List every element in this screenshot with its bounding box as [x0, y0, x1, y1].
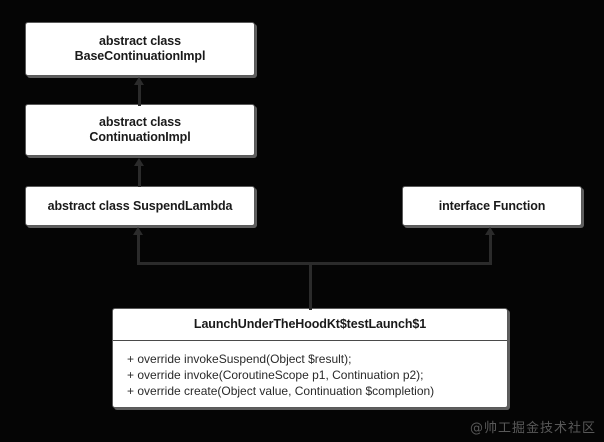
class-box-launch-under-the-hood[interactable]: LaunchUnderTheHoodKt$testLaunch$1 + over… — [112, 308, 508, 408]
class-title-suspend-lambda: abstract class SuspendLambda — [47, 198, 233, 213]
arrowhead-continuation-to-base — [134, 77, 144, 85]
class-title-base-continuation-impl: abstract class BaseContinuationImpl — [74, 34, 206, 63]
class-header-launch-under-the-hood: LaunchUnderTheHoodKt$testLaunch$1 — [113, 309, 507, 341]
class-member-row: + override invoke(CoroutineScope p1, Con… — [127, 368, 424, 382]
arrowhead-main-to-suspendlambda — [133, 227, 143, 235]
class-box-suspend-lambda[interactable]: abstract class SuspendLambda — [25, 186, 255, 226]
connector-continuation-to-base — [138, 84, 141, 106]
arrowhead-suspendlambda-to-continuation — [134, 158, 144, 166]
class-title-function-interface: interface Function — [438, 198, 546, 213]
class-box-function-interface[interactable]: interface Function — [402, 186, 582, 226]
class-title-continuation-impl: abstract class ContinuationImpl — [89, 115, 191, 144]
class-members-compartment: + override invokeSuspend(Object $result)… — [113, 341, 507, 407]
connector-main-stem — [309, 262, 312, 310]
class-member-row: + override invokeSuspend(Object $result)… — [127, 352, 352, 366]
connector-riser-suspendlambda — [137, 234, 140, 264]
class-box-base-continuation-impl[interactable]: abstract class BaseContinuationImpl — [25, 22, 255, 76]
connector-horizontal-bus — [137, 262, 492, 265]
connector-suspendlambda-to-continuation — [138, 165, 141, 187]
class-box-continuation-impl[interactable]: abstract class ContinuationImpl — [25, 104, 255, 156]
watermark-text: @帅工掘金技术社区 — [469, 421, 596, 436]
class-title-launch-under-the-hood: LaunchUnderTheHoodKt$testLaunch$1 — [193, 317, 427, 331]
connector-riser-function — [489, 234, 492, 264]
arrowhead-main-to-function — [485, 227, 495, 235]
class-member-row: + override create(Object value, Continua… — [127, 384, 435, 398]
